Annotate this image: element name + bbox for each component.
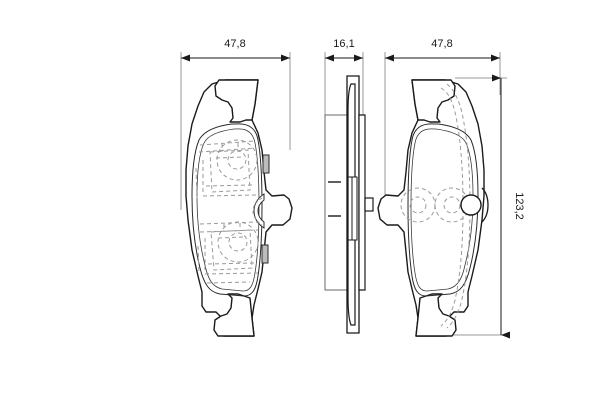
view-edge-profile (324, 75, 374, 334)
friction-face-outline (377, 79, 485, 337)
edge-chamfer-strip (351, 176, 358, 241)
dimension-overall-height: 123,2 (492, 74, 525, 339)
clip-tab-lower (261, 244, 269, 264)
dashed-circle-right-inner (443, 196, 461, 214)
lower-circle-inner (228, 232, 248, 252)
back-plate-center-notch-dash (252, 197, 263, 226)
back-plate-lower-circle (217, 221, 259, 263)
friction-face-inner-offset-2 (410, 128, 474, 292)
friction-face-pin-hole (460, 194, 482, 216)
friction-face-bottom-tab (415, 293, 457, 337)
dimension-back-plate-width: 47,8 (181, 38, 290, 62)
friction-face-dashed-circle-left (400, 187, 436, 223)
clip-tab-upper (262, 154, 270, 174)
view-friction-face (377, 79, 489, 337)
upper-circle-inner (227, 150, 247, 170)
dimension-label-overall-height: 123,2 (513, 192, 525, 220)
dimension-label-back-plate-width: 47,8 (224, 38, 245, 50)
back-plate-bottom-tab (213, 293, 255, 337)
lower-circle-outer (217, 221, 259, 263)
dimension-thickness: 16,1 (325, 38, 363, 62)
dimension-friction-face-width: 47,8 (385, 38, 500, 62)
back-plate-inner-offset (191, 123, 263, 297)
dashed-circle-left-inner (409, 196, 427, 214)
dimension-label-thickness: 16,1 (333, 38, 354, 50)
back-plate-top-tab (214, 79, 259, 123)
back-plate-upper-circle (216, 139, 258, 181)
friction-face-top-tab (411, 79, 456, 123)
dashed-circle-left-outer (400, 187, 436, 223)
back-plate-hidden-lines-upper (195, 140, 257, 199)
friction-face-pin-boss (481, 187, 489, 223)
back-plate-hidden-lines-lower (197, 221, 259, 284)
edge-wear-sensor-tab (364, 197, 374, 212)
view-back-plate (185, 79, 293, 337)
dimension-label-friction-face-width: 47,8 (431, 38, 452, 50)
back-plate-clip-tabs (261, 154, 270, 264)
extension-lines (180, 52, 507, 336)
friction-face-inner-offset (407, 123, 479, 297)
upper-circle-outer (216, 139, 258, 181)
edge-shim-plate (324, 114, 350, 291)
back-plate-outline (185, 79, 293, 337)
edge-outer-face (358, 114, 366, 291)
